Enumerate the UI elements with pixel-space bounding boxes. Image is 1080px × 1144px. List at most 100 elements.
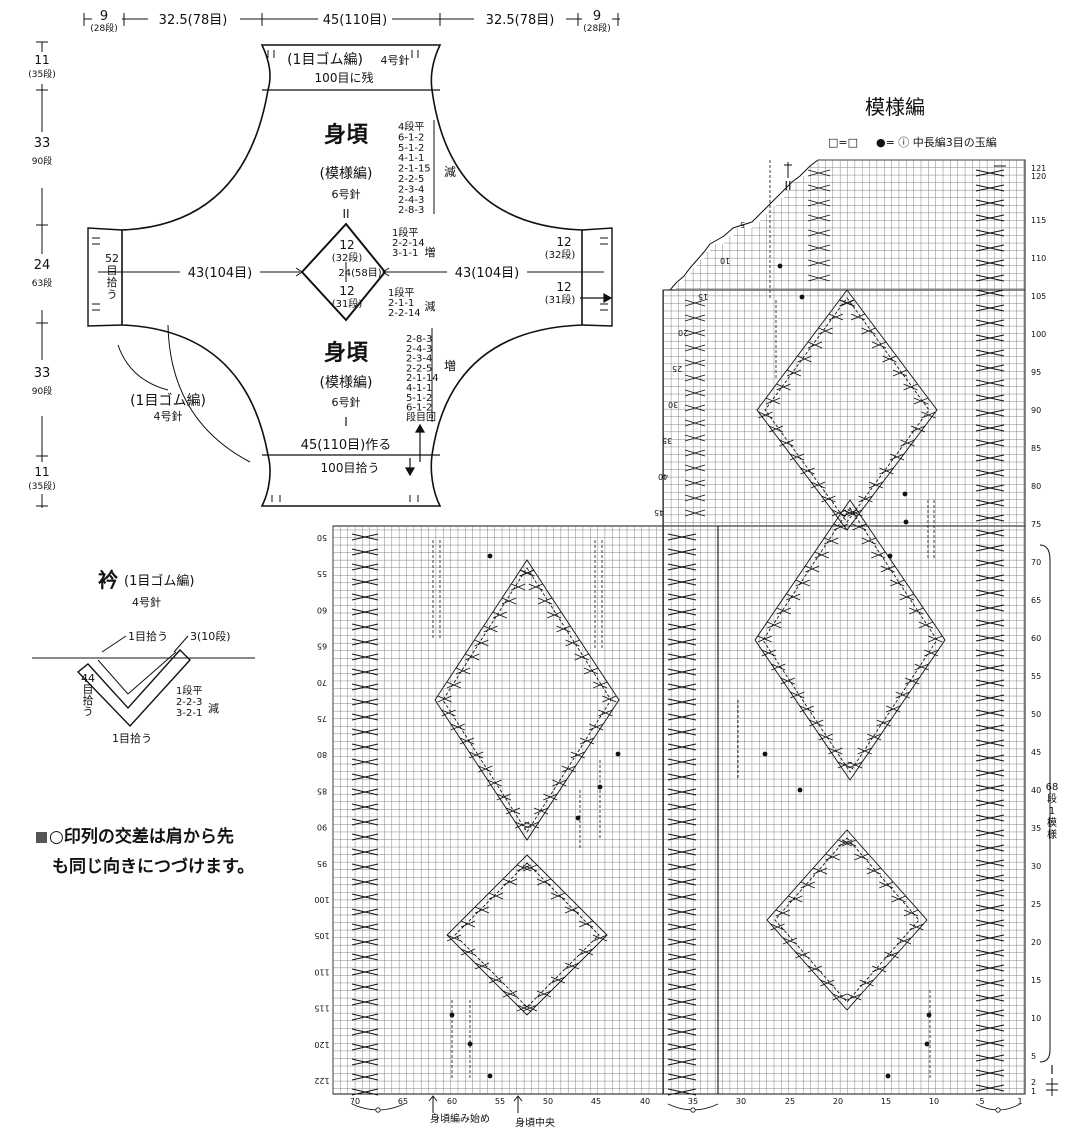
table-line: 6-1-2 [406, 403, 432, 414]
bobble-dot [467, 1041, 473, 1047]
row-number-right: 110 [1031, 254, 1046, 263]
rib-top-needle: 4号針 [381, 53, 410, 67]
legend-dot: ●= ⓘ 中長編3目の玉編 [876, 135, 997, 149]
table-line: 目 [83, 683, 94, 696]
row-number-upper-left: 10 [720, 256, 730, 265]
column-number: 60 [447, 1097, 457, 1106]
row-number-right: 121 [1031, 164, 1046, 173]
chart-bottom-arrows [1046, 1078, 1058, 1096]
row-number-left: 65 [317, 642, 327, 651]
row-number-right: 60 [1031, 634, 1041, 643]
center-label: 身頃中央 [515, 1116, 555, 1129]
table-line: 4-1-1 [398, 153, 424, 164]
table-line: 2-4-3 [398, 195, 424, 206]
table-line: 1段平 [392, 226, 418, 239]
note-square-icon [36, 832, 47, 843]
table-line: 44 [81, 672, 95, 685]
row-number-right: 55 [1031, 672, 1041, 681]
table-line: 2-2-5 [406, 363, 432, 374]
table-line: 2-2-14 [388, 308, 421, 319]
column-number: 25 [785, 1097, 795, 1106]
row-number-left: 75 [317, 714, 327, 723]
collar-shape [32, 648, 255, 728]
collar-size: 3(10段) [190, 629, 231, 643]
table-line: 5-1-2 [406, 393, 432, 404]
table-line: 52 [105, 252, 119, 265]
body-lower-needle: 6号針 [332, 395, 361, 409]
row-number-left: 70 [317, 678, 327, 687]
column-number: 45 [591, 1097, 601, 1106]
row-number-upper-left: 5 [740, 220, 745, 229]
row-number-left: 85 [317, 786, 327, 795]
column-number: 40 [640, 1097, 650, 1106]
stitch-chart-labels: 1211201151101051009590858075706560555045… [314, 162, 1058, 1129]
left-dim-e: 11 [34, 465, 49, 479]
bobble-dot [615, 751, 621, 757]
bobble-dot [799, 294, 805, 300]
top-dim-2: 32.5(78目) [159, 13, 228, 28]
body-lower-title: 身頃 [324, 340, 369, 366]
row-number-right: 120 [1031, 172, 1046, 181]
row-number-upper-left: 15 [698, 292, 708, 301]
table-line: 1段平 [176, 684, 202, 697]
row-number-right: 100 [1031, 330, 1046, 339]
collar-title: 衿 [98, 568, 118, 592]
table-line: 6-1-2 [398, 132, 424, 143]
chart-top-arrow [784, 162, 792, 178]
table-line: 2-8-3 [398, 205, 424, 216]
repeat-label: 68 [1046, 782, 1059, 793]
row-number-right: 75 [1031, 520, 1041, 529]
row-number-right: 20 [1031, 938, 1041, 947]
note-line-2: も同じ向きにつづけます。 [52, 857, 255, 877]
left-dim-e-sub: (35段) [28, 480, 55, 492]
table-line: う [83, 705, 94, 718]
row-number-right: 35 [1031, 824, 1041, 833]
chart-roman-bottom: I [1050, 1063, 1054, 1077]
row-number-upper-left: 45 [654, 508, 664, 517]
row-number-right: 115 [1031, 216, 1046, 225]
column-number: 55 [495, 1097, 505, 1106]
row-number-upper-left: 20 [678, 328, 688, 337]
diamond-bottom: 12 [339, 284, 354, 298]
row-number-upper-left: 30 [668, 400, 678, 409]
rib-top-label: (1目ゴム編) [287, 51, 363, 68]
right-upper: 12 [556, 235, 571, 249]
body-lower-pattern: (模様編) [320, 375, 373, 391]
roman-upper: II [342, 207, 349, 221]
top-dim-5: 9 [593, 9, 601, 24]
row-number-right: 2 [1031, 1078, 1036, 1087]
stitch-chart-grid [332, 159, 1026, 1095]
column-number: 50 [543, 1097, 553, 1106]
bobble-dot [797, 787, 803, 793]
diamond-bottom-sub: (31段) [332, 297, 363, 310]
row-number-right: 105 [1031, 292, 1046, 301]
row-number-left: 110 [314, 967, 329, 976]
row-number-right: 5 [1031, 1052, 1036, 1061]
table-line: 2-3-4 [398, 184, 424, 195]
bobble-dot [926, 1012, 932, 1018]
left-dim-a-sub: (35段) [28, 68, 55, 80]
table-line: 2-3-4 [406, 354, 432, 365]
left-dim-b-sub: 90段 [32, 155, 52, 167]
row-number-left: 60 [317, 605, 327, 614]
neck-diamond [300, 222, 387, 322]
row-number-left: 105 [314, 931, 329, 940]
start-label: 身頃編み始め [430, 1112, 490, 1125]
repeat-circle [995, 1107, 1001, 1113]
repeat-label: 1 [1049, 806, 1055, 817]
row-number-left: 80 [317, 750, 327, 759]
row-number-right: 45 [1031, 748, 1041, 757]
table-line: う [107, 288, 118, 301]
repeat-label: 模 [1047, 817, 1057, 829]
center-arrow [513, 1095, 523, 1113]
rib-left-pointer-2 [117, 344, 169, 391]
column-number: 30 [736, 1097, 746, 1106]
row-number-right: 85 [1031, 444, 1041, 453]
bobble-dot [885, 1073, 891, 1079]
table-line: 1段平 [388, 286, 414, 299]
table-line: 2-2-5 [398, 174, 424, 185]
right-width-label: 43(104目) [455, 266, 520, 281]
rib-left-needle: 4号針 [154, 409, 183, 423]
